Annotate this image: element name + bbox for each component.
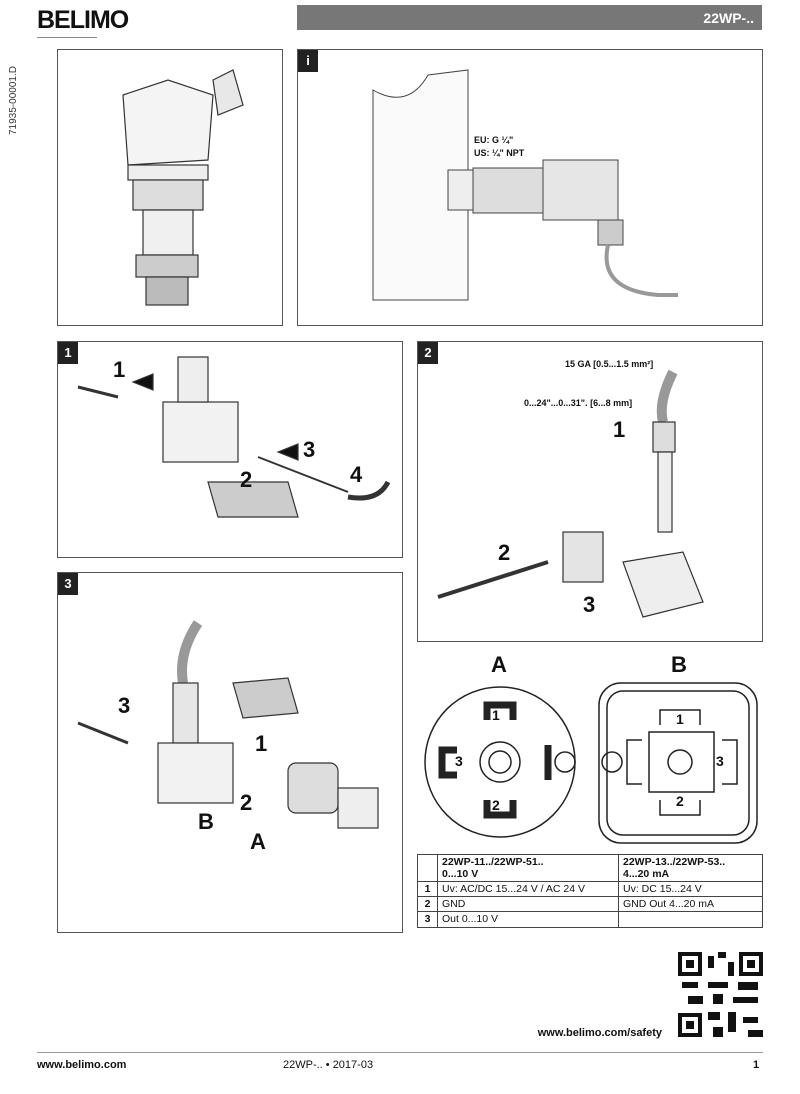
step-number: 3 <box>118 693 131 718</box>
document-id: 71935-00001.D <box>8 66 19 135</box>
pin-2-a: 2 <box>492 797 500 813</box>
pinout-a-title: A <box>491 652 507 677</box>
step-number: 2 <box>240 790 253 815</box>
model-4-20ma: 22WP-13../22WP-53.. <box>623 856 726 868</box>
pin-2-b: 2 <box>676 793 684 809</box>
pressure-sensor-illustration <box>122 69 244 306</box>
footer-website[interactable]: www.belimo.com <box>37 1059 127 1071</box>
page-number: 1 <box>753 1059 760 1071</box>
pin-3-b: 3 <box>716 753 724 769</box>
wiring-illustration <box>437 369 704 618</box>
step-2-panel: 2 15 GA [0.5...1.5 mm²] 0...24"...0...31… <box>417 341 763 642</box>
belimo-logo: BELIMO <box>37 6 129 38</box>
pin-3-a: 3 <box>455 753 463 769</box>
part-a-label: A <box>250 829 266 854</box>
safety-link[interactable]: www.belimo.com/safety <box>537 1027 662 1039</box>
connector-removal-illustration <box>77 356 391 518</box>
table-header-row: 22WP-11../22WP-51..0...10 V 22WP-13../22… <box>417 854 763 882</box>
mounting-info-panel: i EU: G ¼" US: ¼" NPT <box>297 49 763 326</box>
footer-doc-info: 22WP-.. • 2017-03 <box>283 1059 374 1071</box>
pin-1-a: 1 <box>492 707 500 723</box>
pipe-mounting-illustration <box>372 69 678 301</box>
step-tag: 2 <box>418 342 438 364</box>
pin-1-b: 1 <box>676 711 684 727</box>
wire-gauge-label: 15 GA [0.5...1.5 mm²] <box>565 359 654 369</box>
info-tag: i <box>298 50 318 72</box>
thread-eu-label: EU: G ¼" <box>474 135 514 145</box>
pin-assignment-table: 22WP-11../22WP-51..0...10 V 22WP-13../22… <box>417 854 763 928</box>
step-number: 2 <box>498 540 511 565</box>
cable-diameter-label: 0...24"...0...31". [6...8 mm] <box>524 398 633 408</box>
range-4-20ma: 4...20 mA <box>623 868 670 880</box>
step-number: 1 <box>255 731 268 756</box>
thread-us-label: US: ¼" NPT <box>474 148 525 158</box>
step-number: 1 <box>613 417 626 442</box>
step-number: 2 <box>240 467 253 492</box>
pinout-diagrams <box>424 682 758 844</box>
step-tag: 1 <box>58 342 78 364</box>
model-0-10v: 22WP-11../22WP-51.. <box>442 856 544 868</box>
part-b-label: B <box>198 809 214 834</box>
product-title-bar: 22WP-.. <box>297 5 762 30</box>
step-1-panel: 1 1 2 3 4 <box>57 341 403 558</box>
footer-divider <box>37 1052 763 1053</box>
connector-mounting-illustration <box>77 620 379 829</box>
step-tag: 3 <box>58 573 78 595</box>
step-number: 3 <box>583 592 596 617</box>
step-3-panel: 3 3 1 2 B A <box>57 572 403 933</box>
range-0-10v: 0...10 V <box>442 868 479 880</box>
product-image-panel <box>57 49 283 326</box>
step-number: 1 <box>113 357 126 382</box>
step-number: 3 <box>303 437 316 462</box>
pinout-b-title: B <box>671 652 687 677</box>
step-number: 4 <box>350 462 363 487</box>
qr-code[interactable] <box>678 952 763 1037</box>
